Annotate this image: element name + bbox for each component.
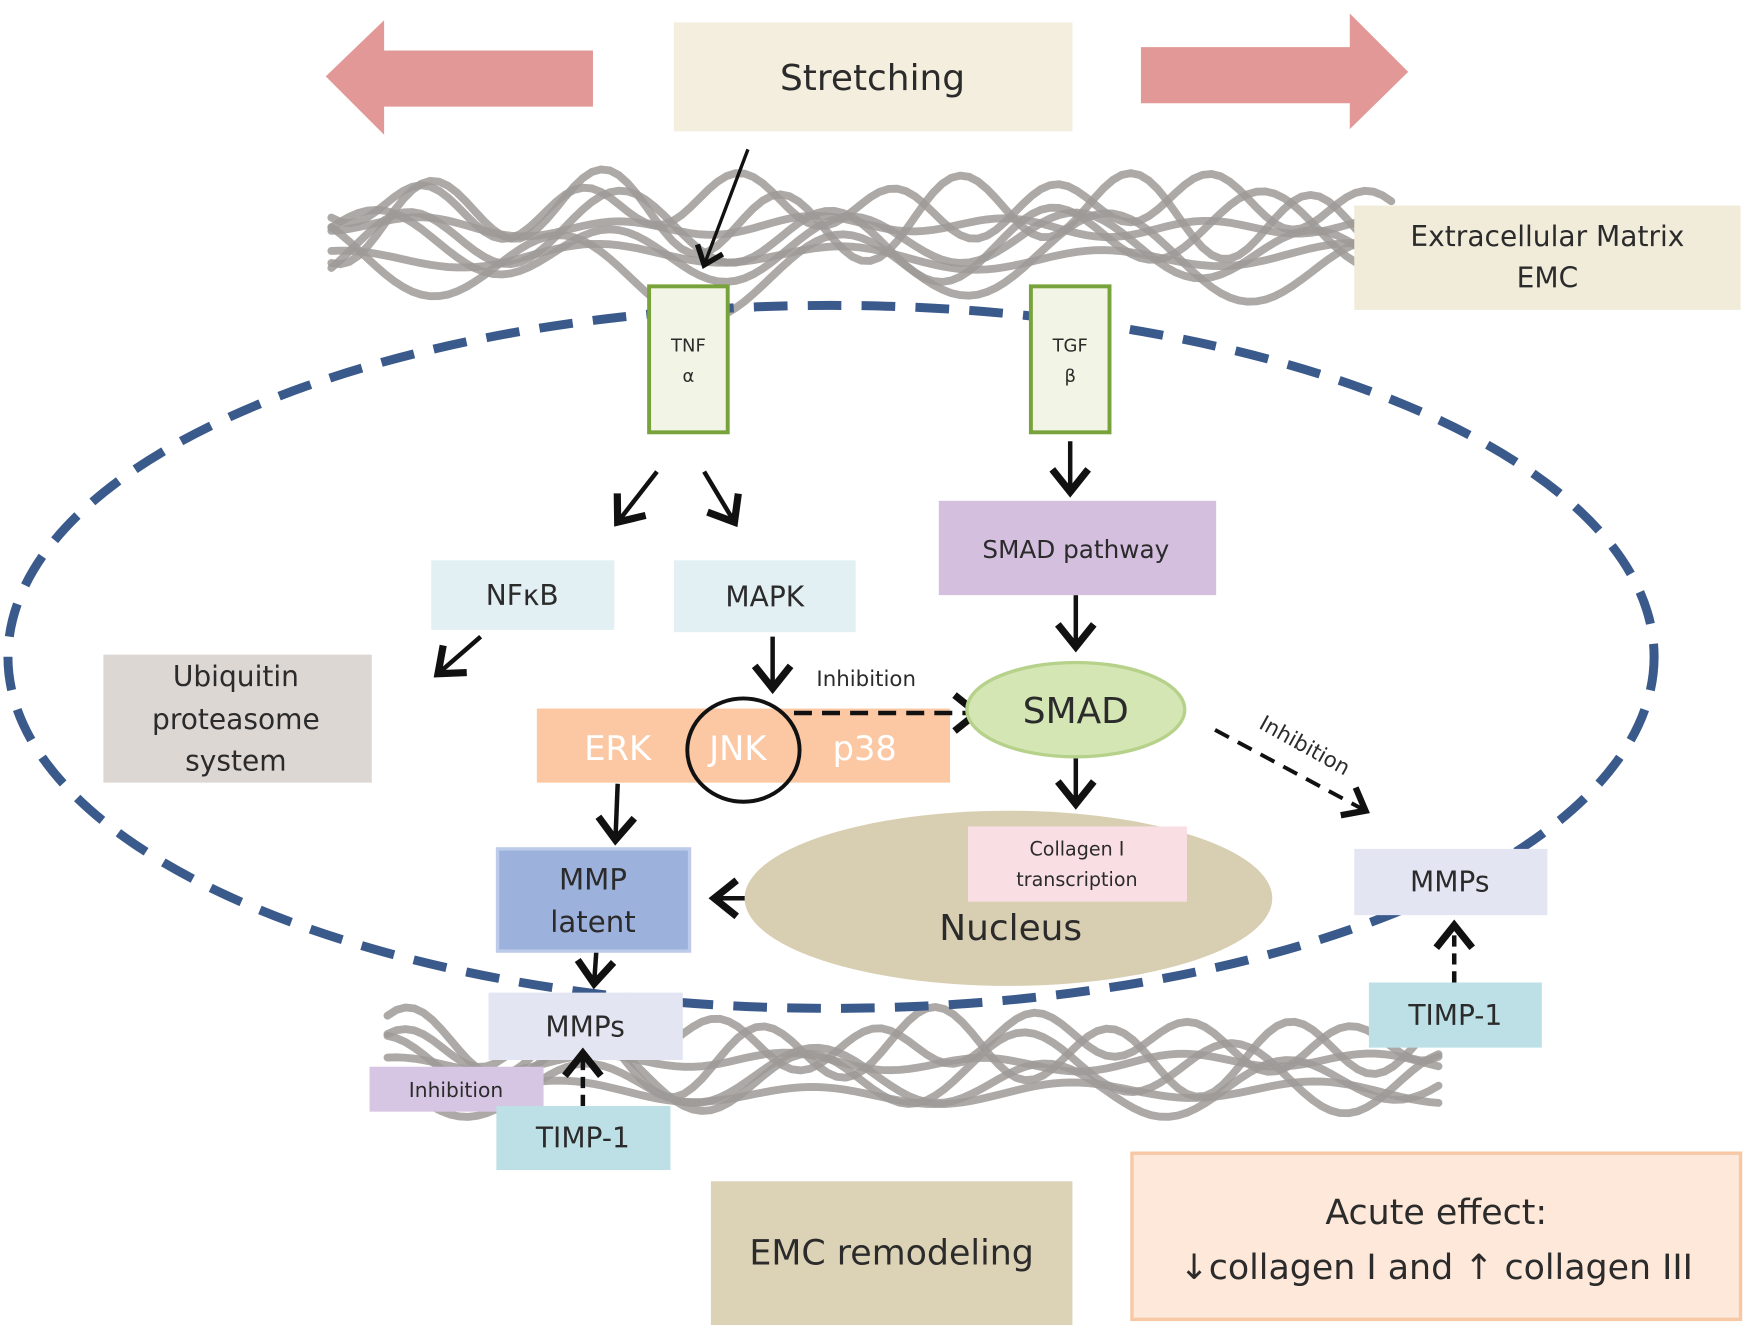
nfkb-box	[431, 560, 615, 630]
cell-membrane	[3, 300, 1659, 1013]
stretch-arrow-right-icon	[1140, 13, 1409, 130]
smad-pathway-box	[938, 500, 1217, 596]
stretch-to-tnf-arrow	[694, 148, 750, 270]
nfkb-label: NFκB	[486, 579, 559, 612]
mmps-right-box	[1354, 848, 1548, 916]
latent-label: latent	[550, 905, 635, 939]
timp-right-box	[1368, 982, 1542, 1048]
tnf-label: TNF	[670, 335, 706, 356]
acute-effect-detail: ↓collagen I and ↑ collagen III	[1180, 1248, 1693, 1288]
mmps-left-label: MMPs	[545, 1010, 624, 1043]
erk-label: ERK	[584, 729, 652, 768]
collagen-fiber	[327, 206, 1396, 286]
stretch-arrow-left-icon	[325, 20, 593, 135]
erk-to-mmp-latent-arrow	[595, 783, 637, 846]
mmp-latent-box	[495, 847, 692, 953]
stretching-box	[673, 22, 1073, 132]
mapk-kinases-bar	[536, 708, 951, 783]
tnf-to-nfkb-arrow	[613, 470, 659, 527]
ecm-box	[1354, 205, 1741, 310]
mmp-label: MMP	[559, 862, 627, 896]
transcription-label: transcription	[1016, 869, 1137, 891]
inhibition-jnk-label: Inhibition	[816, 667, 916, 692]
p38-label: p38	[833, 729, 897, 768]
system-label: system	[185, 744, 286, 777]
mmp-latent-to-mmps-arrow	[574, 950, 617, 990]
nfkb-to-ubiquitin-arrow	[433, 634, 483, 678]
acute-effect-title: Acute effect:	[1325, 1193, 1547, 1233]
emc-remodeling-box	[710, 1181, 1073, 1325]
proteasome-label: proteasome	[152, 703, 320, 736]
mapk-label: MAPK	[725, 580, 804, 613]
smad-ellipse	[965, 660, 1187, 759]
timp-left-box	[496, 1106, 671, 1171]
alpha-label: α	[682, 366, 694, 387]
tnf-alpha-receptor	[647, 284, 730, 435]
ecm-label-line1: Extracellular Matrix	[1410, 220, 1684, 253]
smad-pathway-label: SMAD pathway	[982, 535, 1169, 564]
mmps-right-label: MMPs	[1410, 866, 1489, 899]
timp-left-label: TIMP-1	[535, 1122, 630, 1155]
smad-inhibits-mmps-arrow	[1214, 728, 1370, 819]
acute-effect-box	[1130, 1151, 1743, 1322]
tnf-to-mapk-arrow	[702, 470, 742, 528]
inhibition-smad-label: Inhibition	[1255, 711, 1354, 781]
collagen-fiber	[327, 209, 1396, 325]
ecm-fibers-top	[327, 165, 1396, 325]
mapk-box	[673, 560, 856, 633]
smad-label: SMAD	[1023, 691, 1129, 732]
inhibition-box-label: Inhibition	[409, 1078, 503, 1102]
stretching-label: Stretching	[780, 58, 965, 99]
ubiquitin-box	[103, 654, 372, 783]
tgf-beta-receptor	[1028, 284, 1112, 435]
beta-label: β	[1064, 366, 1075, 387]
jnk-label: JNK	[707, 729, 767, 768]
collagen-fiber	[383, 1076, 1443, 1109]
emc-remodeling-label: EMC remodeling	[749, 1233, 1033, 1273]
timp-right-label: TIMP-1	[1407, 999, 1502, 1032]
inhibition-box	[369, 1066, 544, 1112]
ecm-label-line2: EMC	[1517, 261, 1579, 294]
collagen-label: Collagen I	[1029, 839, 1124, 861]
nucleus-label: Nucleus	[939, 908, 1082, 949]
collagen-transcription-box	[968, 826, 1187, 902]
ubiquitin-label: Ubiquitin	[173, 660, 299, 693]
tgf-label: TGF	[1052, 335, 1088, 356]
jnk-highlight-circle	[685, 696, 802, 804]
